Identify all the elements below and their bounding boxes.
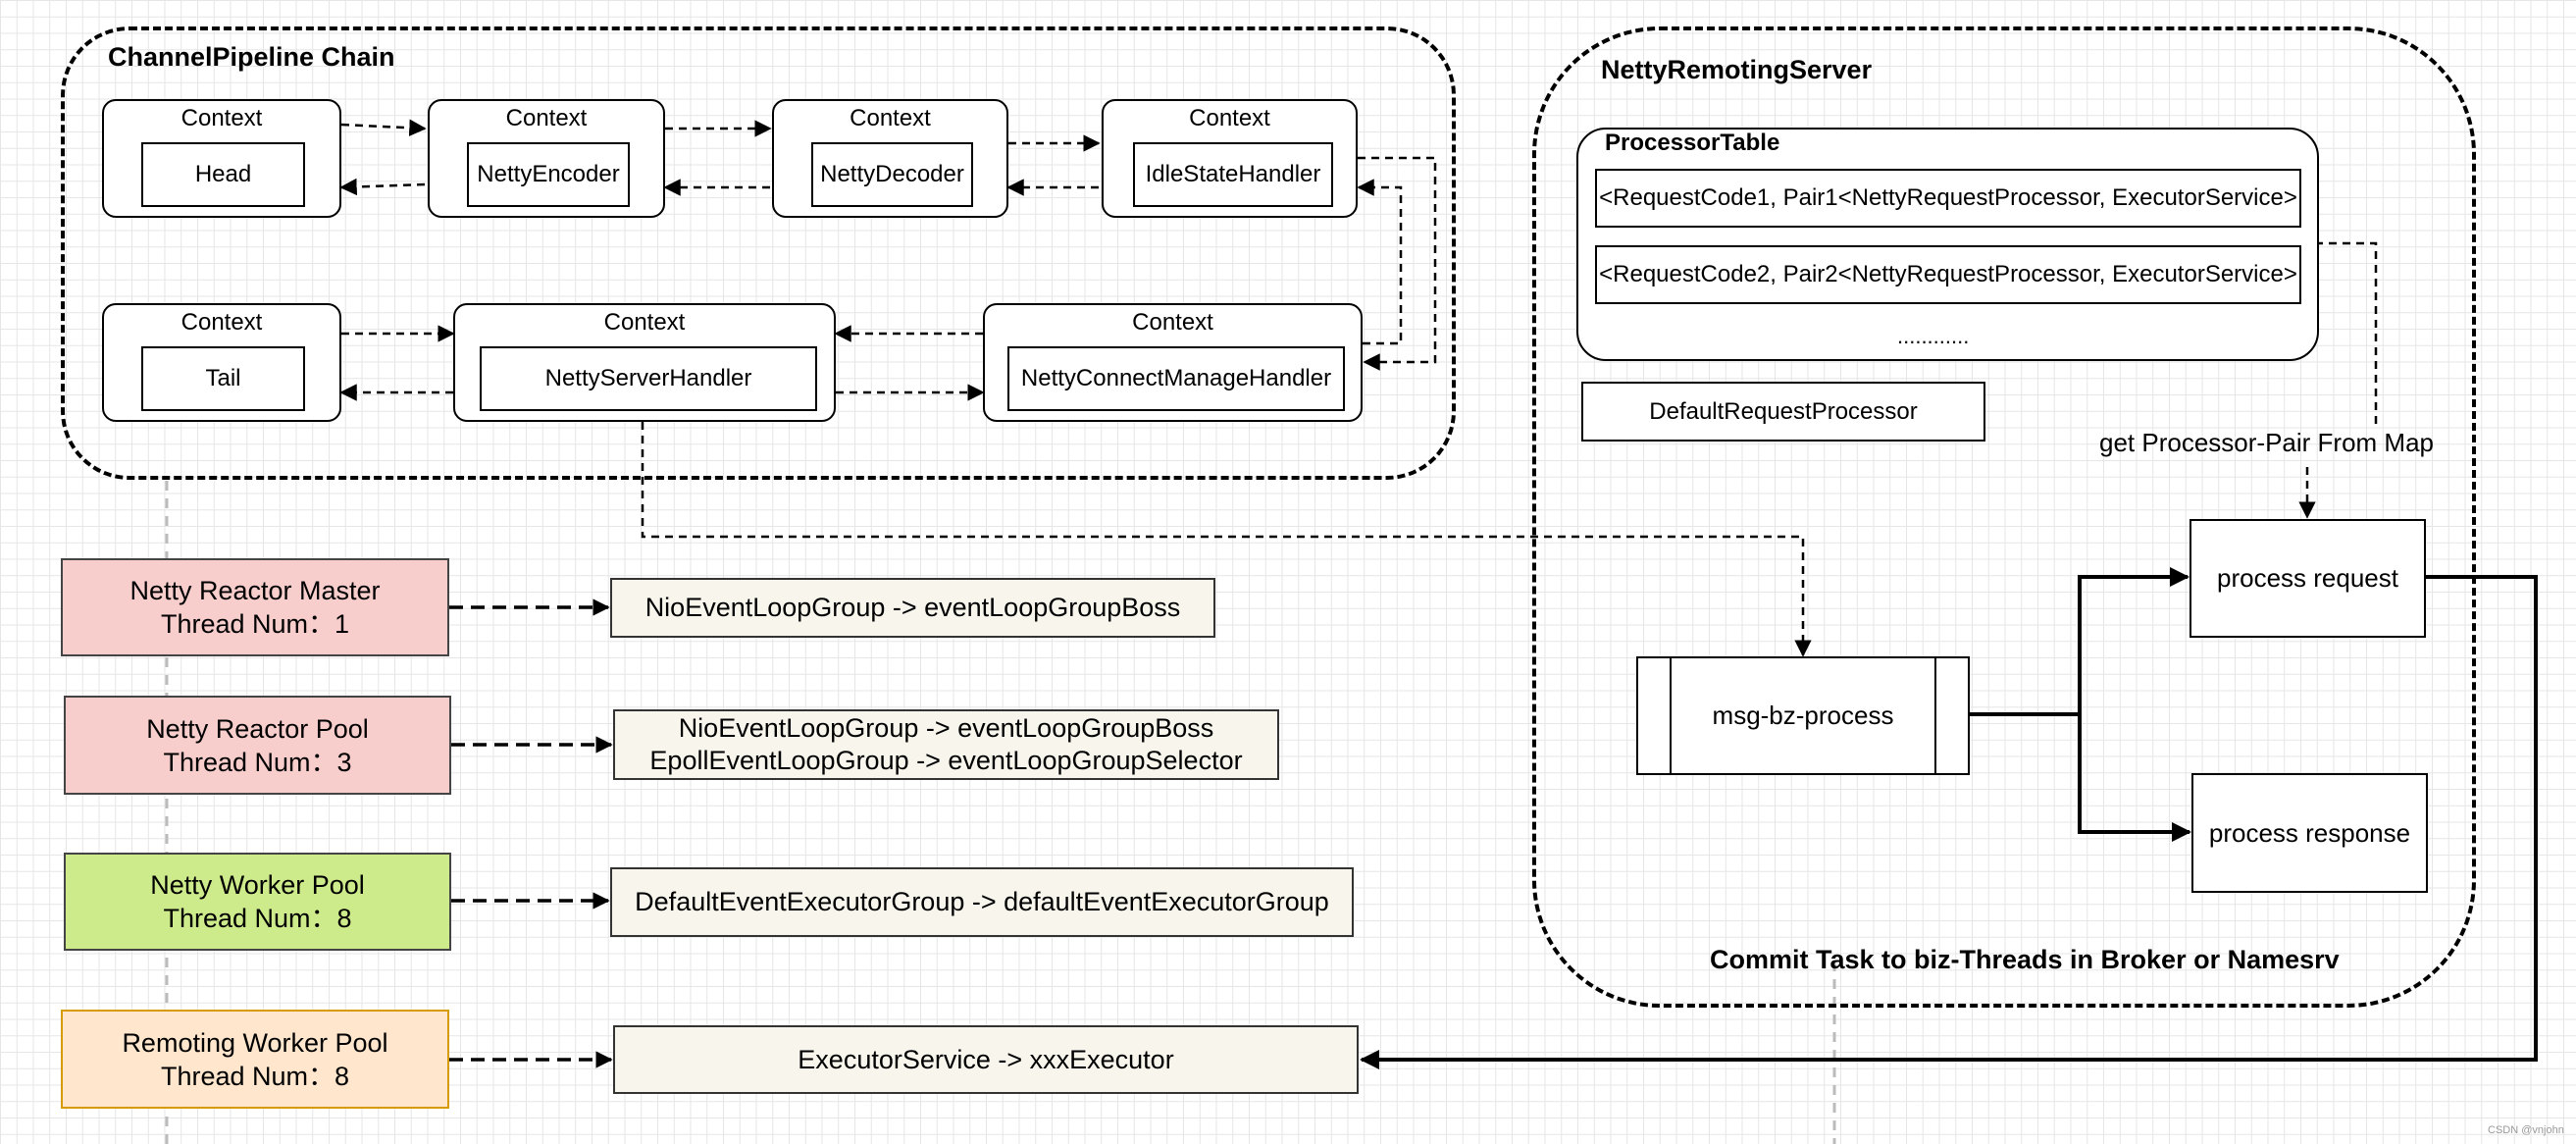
context-netty-server-handler[interactable]: Context NettyServerHandler <box>453 303 836 422</box>
context-label: Context <box>1132 309 1213 336</box>
thread-reactor-pool[interactable]: Netty Reactor Pool Thread Num：3 <box>64 696 451 795</box>
context-head[interactable]: Context Head <box>102 99 341 218</box>
target-reactor-pool-groups[interactable]: NioEventLoopGroup -> eventLoopGroupBoss … <box>613 709 1279 780</box>
commit-note: Commit Task to biz-Threads in Broker or … <box>1710 945 2340 974</box>
default-request-processor[interactable]: DefaultRequestProcessor <box>1581 382 1985 442</box>
target-executor-service[interactable]: ExecutorService -> xxxExecutor <box>613 1025 1359 1094</box>
context-label: Context <box>180 309 263 336</box>
processor-table-link <box>2301 241 2378 424</box>
thread-name: Netty Reactor Master <box>129 576 381 605</box>
target-event-loop-boss[interactable]: NioEventLoopGroup -> eventLoopGroupBoss <box>610 578 1215 638</box>
handler-idle-state: IdleStateHandler <box>1133 142 1333 207</box>
server-title: NettyRemotingServer <box>1601 55 1873 84</box>
pipeline-title: ChannelPipeline Chain <box>108 42 395 72</box>
thread-reactor-master[interactable]: Netty Reactor Master Thread Num：1 <box>61 558 449 656</box>
request-to-executor-arrow <box>1360 575 2538 1069</box>
context-netty-encoder[interactable]: Context NettyEncoder <box>428 99 665 218</box>
context-label: Context <box>180 105 263 131</box>
handler-netty-encoder: NettyEncoder <box>467 142 630 207</box>
handler-head: Head <box>141 142 305 207</box>
target-line: NioEventLoopGroup -> eventLoopGroupBoss <box>678 713 1214 743</box>
context-label: Context <box>505 105 588 131</box>
context-label: Context <box>603 309 686 336</box>
thread-remoting-worker-pool[interactable]: Remoting Worker Pool Thread Num：8 <box>61 1010 449 1109</box>
target-default-event-executor[interactable]: DefaultEventExecutorGroup -> defaultEven… <box>610 867 1354 937</box>
processor-table-title: ProcessorTable <box>1605 130 1780 156</box>
thread-num: Thread Num：1 <box>160 609 350 639</box>
process-to-request-arrow <box>1970 567 2190 716</box>
thread-name: Netty Reactor Pool <box>146 713 369 744</box>
thread-name: Netty Worker Pool <box>150 870 365 900</box>
thread-num: Thread Num：8 <box>163 904 352 933</box>
handler-netty-connect-manage: NettyConnectManageHandler <box>1007 346 1345 411</box>
processor-row-1[interactable]: <RequestCode1, Pair1<NettyRequestProcess… <box>1595 169 2301 228</box>
thread-worker-pool[interactable]: Netty Worker Pool Thread Num：8 <box>64 853 451 951</box>
process-right-bar <box>1934 658 1936 773</box>
process-request-box[interactable]: process request <box>2190 519 2426 638</box>
handler-netty-decoder: NettyDecoder <box>811 142 973 207</box>
handler-netty-server: NettyServerHandler <box>480 346 817 411</box>
processor-table-ellipsis: ............ <box>1897 324 1970 348</box>
server-group <box>1532 26 2476 1008</box>
context-netty-decoder[interactable]: Context NettyDecoder <box>772 99 1008 218</box>
thread-num: Thread Num：3 <box>163 747 352 777</box>
pipeline-arrow <box>1357 179 1403 345</box>
context-netty-connect-manage[interactable]: Context NettyConnectManageHandler <box>983 303 1363 422</box>
process-to-response-arrow <box>2078 714 2191 842</box>
processor-row-2[interactable]: <RequestCode2, Pair2<NettyRequestProcess… <box>1595 245 2301 304</box>
target-line: EpollEventLoopGroup -> eventLoopGroupSel… <box>649 746 1243 775</box>
thread-num: Thread Num：8 <box>160 1061 350 1091</box>
context-tail[interactable]: Context Tail <box>102 303 341 422</box>
msg-bz-process-box[interactable]: msg-bz-process <box>1636 656 1970 775</box>
get-pair-label: get Processor-Pair From Map <box>2099 428 2434 457</box>
process-response-box[interactable]: process response <box>2191 773 2428 893</box>
process-left-bar <box>1670 658 1672 773</box>
processor-table <box>1576 128 2319 361</box>
context-label: Context <box>1189 105 1270 131</box>
thread-name: Remoting Worker Pool <box>122 1027 388 1058</box>
pipeline-arrow <box>1358 156 1437 371</box>
pipeline-arrow <box>340 119 427 136</box>
pipeline-group <box>61 26 1456 480</box>
watermark: CSDN @vnjohn <box>2488 1124 2564 1136</box>
handler-tail: Tail <box>141 346 305 411</box>
context-label: Context <box>850 105 931 131</box>
context-idle-state-handler[interactable]: Context IdleStateHandler <box>1102 99 1358 218</box>
msg-bz-process-label: msg-bz-process <box>1712 701 1894 730</box>
pipeline-arrow <box>339 178 426 196</box>
